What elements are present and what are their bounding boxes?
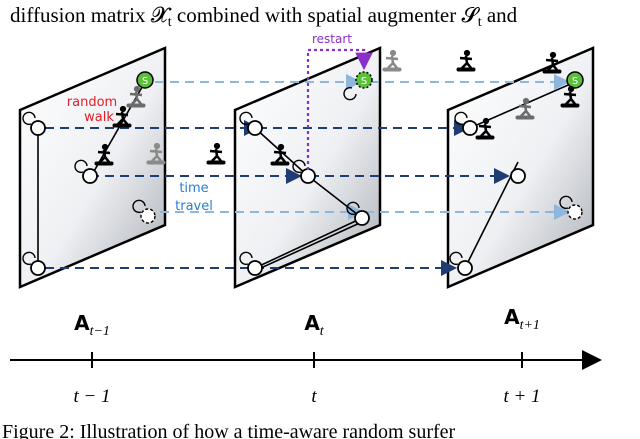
time-travel-arrows-light <box>145 74 570 220</box>
time-travel-label: travel <box>175 199 213 214</box>
s-node-label: S <box>361 76 367 87</box>
timeline-label: t − 1 <box>73 386 110 407</box>
s-node-t-plus-1 <box>566 71 584 89</box>
graph-nodes <box>30 120 526 276</box>
s-node-t <box>355 71 373 89</box>
graph-edges-t <box>251 127 363 273</box>
header-text: diffusion matrix 𝓧t combined with spatia… <box>10 3 518 30</box>
figure-caption: Figure 2: Illustration of how a time-awa… <box>2 421 456 439</box>
s-node-label: S <box>142 76 148 87</box>
matrix-label-t: At <box>304 311 324 339</box>
self-loops <box>22 86 573 266</box>
time-travel-label: time <box>179 181 208 196</box>
matrix-label-t-minus-1: At−1 <box>74 311 110 339</box>
restart-arrow <box>306 48 373 170</box>
s-node-label: S <box>572 76 578 87</box>
matrix-label-t-plus-1: At+1 <box>504 305 540 333</box>
time-travel-arrows-dark <box>45 120 510 276</box>
graph-panel-t-plus-1 <box>446 46 595 289</box>
graph-panel-t-minus-1 <box>18 46 167 289</box>
dashed-nodes <box>140 204 583 224</box>
restart-label: restart <box>312 32 352 46</box>
timeline-label: t + 1 <box>503 386 540 407</box>
random-walk-label: walk <box>84 110 114 125</box>
s-node-t-minus-1 <box>136 71 154 89</box>
timeline-label: t <box>311 386 317 407</box>
random-walk-label: random <box>67 95 117 110</box>
